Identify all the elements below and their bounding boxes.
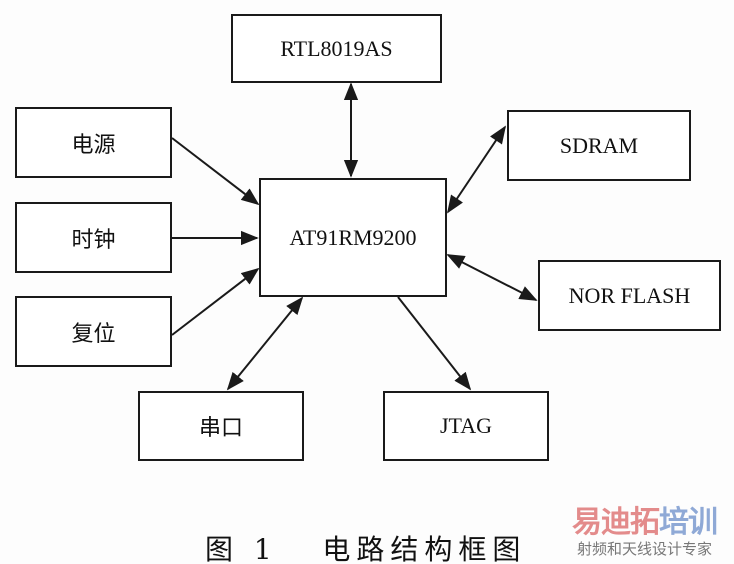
node-rtl8019as: RTL8019AS <box>231 14 442 83</box>
node-label: JTAG <box>439 413 492 438</box>
node-label: AT91RM9200 <box>289 224 417 250</box>
arrow-cpu-sdram <box>446 125 507 214</box>
node-power: 电源 <box>15 107 172 178</box>
watermark-brand-blue: 培训 <box>659 505 718 540</box>
node-clock: 时钟 <box>15 202 172 273</box>
watermark-brand-red: 易迪拓 <box>572 505 660 540</box>
node-label: 时钟 <box>71 226 116 252</box>
arrow-reset-cpu <box>171 267 260 336</box>
node-norflash: NOR FLASH <box>538 260 721 331</box>
figure-caption: 图 1 电路结构框图 <box>205 533 527 564</box>
node-label: 电源 <box>71 131 116 157</box>
node-reset: 复位 <box>15 296 172 367</box>
node-label: RTL8019AS <box>280 35 393 61</box>
node-sdram: SDRAM <box>507 110 691 181</box>
arrow-cpu-jtag <box>397 296 472 391</box>
watermark-logo: 易迪拓培训 射频和天线设计专家 <box>572 505 718 559</box>
watermark-subtitle: 射频和天线设计专家 <box>576 540 712 558</box>
node-label: 串口 <box>198 415 243 440</box>
node-label: 复位 <box>71 320 116 346</box>
node-label: SDRAM <box>559 132 639 158</box>
node-jtag: JTAG <box>383 391 549 461</box>
node-cpu: AT91RM9200 <box>259 178 447 297</box>
node-serial: 串口 <box>138 391 304 461</box>
arrow-cpu-serial <box>226 296 304 391</box>
arrow-cpu-norflash <box>446 254 538 301</box>
arrow-power-cpu <box>171 137 260 206</box>
node-label: NOR FLASH <box>568 282 691 308</box>
